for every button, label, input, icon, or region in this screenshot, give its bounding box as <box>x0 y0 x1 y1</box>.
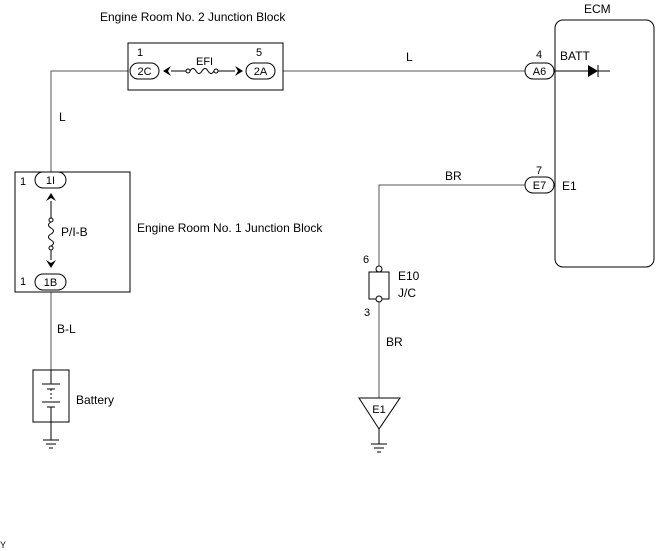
jb2-left-chevron-icon <box>163 66 171 76</box>
jb1-fuse-terminal-top <box>48 217 54 223</box>
fuse-icon <box>48 221 54 247</box>
ecm-box <box>554 19 655 268</box>
jb1-pin-bottom: 1 <box>20 276 26 288</box>
ecm-pin-e1: 7 <box>536 165 542 177</box>
jb1-box <box>14 171 131 293</box>
wire-l-left <box>50 70 128 172</box>
ecm-connector-batt <box>524 62 555 80</box>
jb1-title: Engine Room No. 1 Junction Block <box>137 221 323 235</box>
jb1-connector-top <box>34 171 67 189</box>
jb2-pin-right: 5 <box>256 47 262 59</box>
jc-pin-top: 6 <box>363 254 369 266</box>
ground-triangle-icon <box>358 397 401 430</box>
jb2-fuse-terminal-right <box>213 68 219 74</box>
ecm-batt-label: BATT <box>560 49 590 63</box>
jb1-bottom-chevron-icon <box>46 260 56 268</box>
diode-icon <box>588 65 598 77</box>
jb2-right-chevron-icon <box>235 66 243 76</box>
wire-br-top <box>378 184 525 266</box>
jb2-pin-left: 1 <box>137 47 143 59</box>
jb1-connector-bottom <box>34 273 67 291</box>
ecm-pin-batt: 4 <box>536 49 542 61</box>
jb2-connector-right <box>245 62 276 80</box>
corner-mark: Y <box>0 540 6 550</box>
jb1-pin-top: 1 <box>20 176 26 188</box>
ecm-title: ECM <box>584 2 611 16</box>
ground-e1-label: E1 <box>372 404 385 416</box>
wire-label-br-top: BR <box>445 169 462 183</box>
jb1-top-chevron-icon <box>46 193 56 201</box>
jb2-connector-right-label: 2A <box>254 66 268 78</box>
jc-pin-bottom: 3 <box>364 307 370 319</box>
jb2-connector-left-label: 2C <box>137 66 151 78</box>
jc-terminal-bottom <box>375 295 383 303</box>
jc-terminal-top <box>375 265 383 273</box>
ecm-connector-e1 <box>524 176 555 194</box>
jc-box <box>368 271 390 300</box>
fuse-icon <box>189 68 215 74</box>
jb1-connector-bottom-label: 1B <box>44 277 57 289</box>
jb1-fuse-terminal-bottom <box>48 245 54 251</box>
wire-label-bl: B-L <box>57 322 76 336</box>
ecm-connector-e1-label: E7 <box>533 180 546 192</box>
jb1-connector-top-label: 1I <box>46 175 55 187</box>
wire-label-br-bottom: BR <box>386 335 403 349</box>
wire-label-l-top: L <box>406 50 413 64</box>
jc-name: E10 <box>398 269 420 283</box>
jb2-connector-left <box>129 62 160 80</box>
jb2-title: Engine Room No. 2 Junction Block <box>100 10 286 24</box>
ecm-connector-batt-label: A6 <box>533 66 546 78</box>
ecm-e1-label: E1 <box>562 179 577 193</box>
jb2-fuse-label: EFI <box>196 56 213 68</box>
jb2-fuse-terminal-left <box>185 68 191 74</box>
wire-label-l-left: L <box>59 110 66 124</box>
jb1-fuse-label: P/I-B <box>61 225 88 239</box>
jc-type: J/C <box>398 286 416 300</box>
battery-label: Battery <box>76 393 114 407</box>
